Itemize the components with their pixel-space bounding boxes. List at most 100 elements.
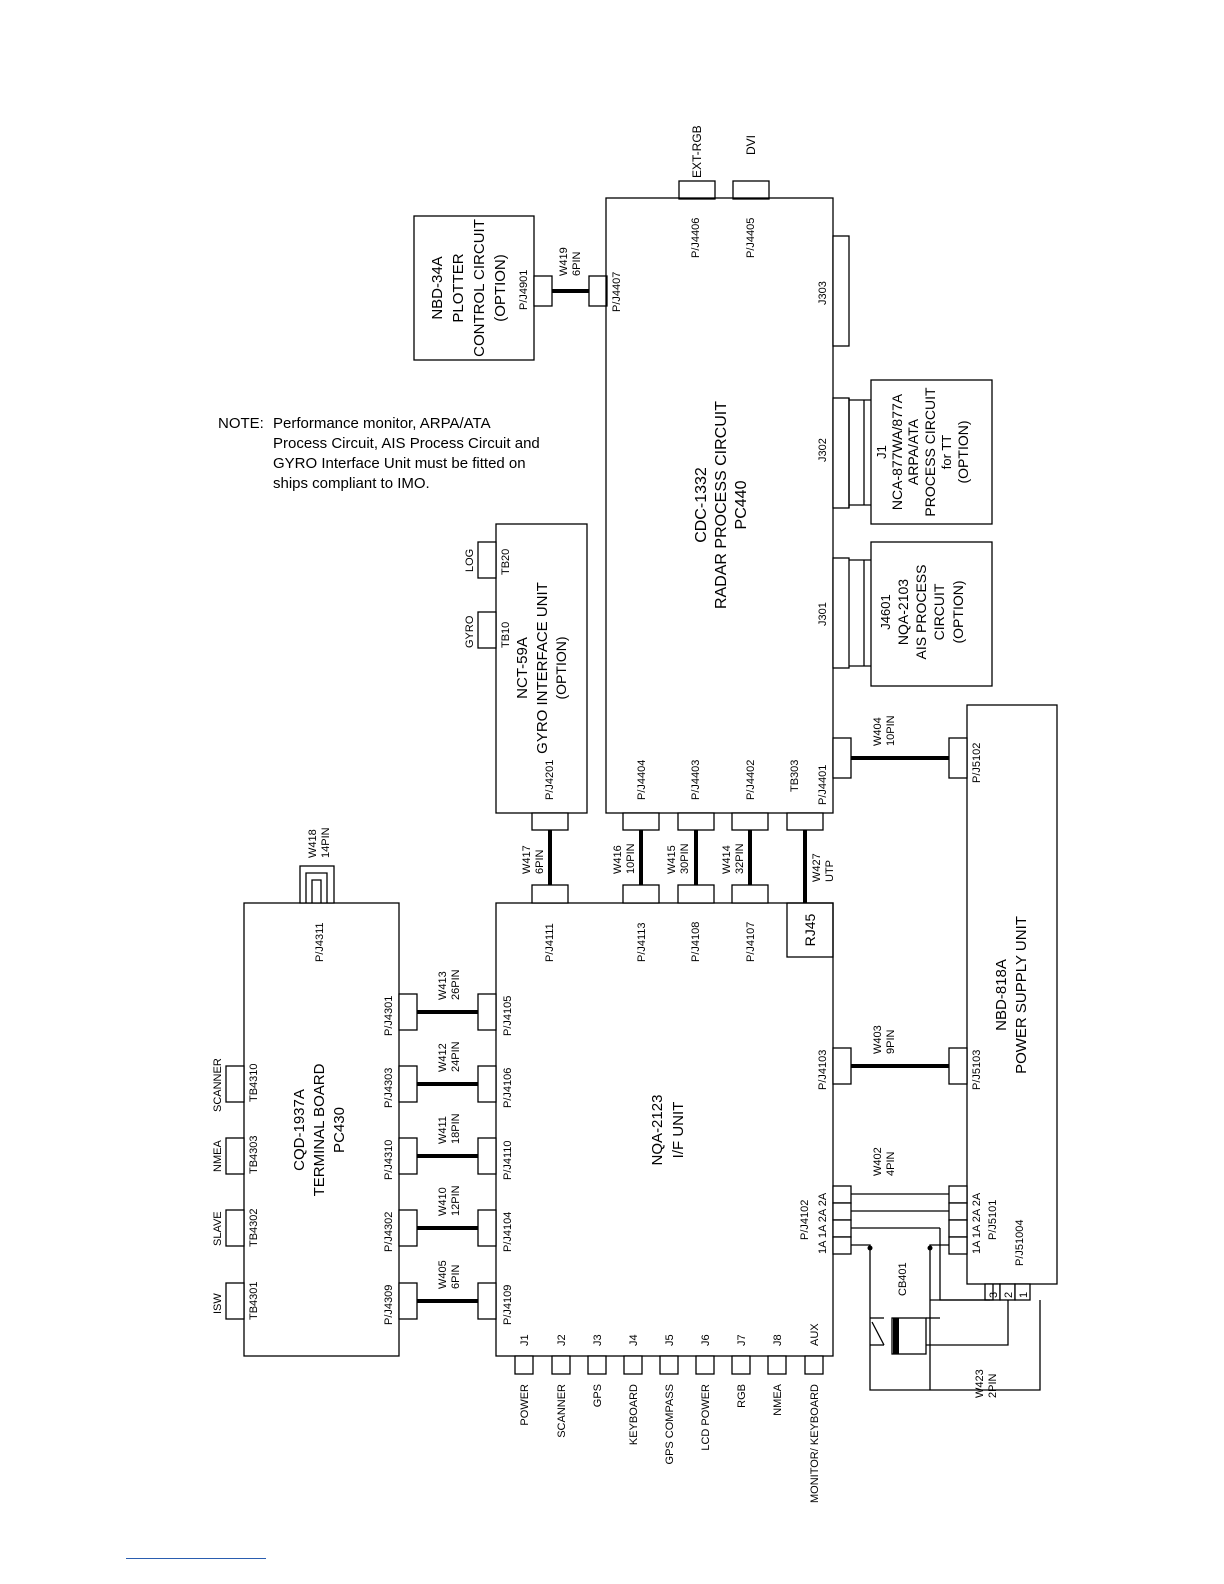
rgb-label: RGB <box>736 1384 748 1408</box>
gyro-port-tb20: TB20 <box>500 549 512 575</box>
tb4303-label: TB4303 <box>248 1135 260 1174</box>
tb4310-label: TB4310 <box>248 1063 260 1102</box>
plotter-line-1: NBD-34A <box>429 256 446 319</box>
iface-pins-1a2a: 1A 1A 2A 2A <box>817 1192 829 1254</box>
note-line-3: GYRO Interface Unit must be fitted on <box>273 455 526 472</box>
iface-line-1: NQA-2123 <box>649 1095 666 1166</box>
isw-input-label: ISW <box>212 1293 224 1314</box>
arpa-line-3: ARPA/ATA <box>905 418 921 485</box>
note-line-4: ships compliant to IMO. <box>273 475 430 492</box>
arpa-line-4: PROCESS CIRCUIT <box>922 387 938 517</box>
radar-port-tb303: TB303 <box>789 760 801 792</box>
wire-w414-spec: 32PIN <box>734 843 746 874</box>
psu-pin-1: 1 <box>1018 1292 1030 1298</box>
wire-w405-id: W405 <box>437 1260 449 1289</box>
breaker-label: CB401 <box>897 1262 909 1296</box>
radar-port-j4405: P/J4405 <box>745 218 757 258</box>
terminal-line-3: PC430 <box>331 1107 348 1153</box>
power-wiring: CB401 <box>851 1193 1041 1391</box>
iface-port-j4113: P/J4113 <box>636 922 648 962</box>
wire-w417-spec: 6PIN <box>534 849 546 874</box>
gyro-port-j4201: P/J4201 <box>544 760 556 800</box>
interface-unit: NQA-2123 I/F UNIT P/J4111 P/J4113 P/J410… <box>477 884 852 1503</box>
iface-port-j4109: P/J4109 <box>502 1285 514 1325</box>
slave-input-label: SLAVE <box>212 1211 224 1246</box>
iface-port-j4104: P/J4104 <box>502 1212 514 1252</box>
scanner-label: SCANNER <box>556 1384 568 1438</box>
iface-port-j2: J2 <box>556 1334 568 1346</box>
gyro-port-tb10: TB10 <box>500 622 512 648</box>
psu-port-j5102: P/J5102 <box>971 743 983 783</box>
wire-w423-id: W423 <box>974 1369 986 1398</box>
psu-port-j5103: P/J5103 <box>971 1050 983 1090</box>
iface-port-j6: J6 <box>700 1334 712 1346</box>
power-supply-unit: NBD-818A POWER SUPPLY UNIT P/J5102 P/J51… <box>948 704 1058 1301</box>
wire-w414-id: W414 <box>721 845 733 874</box>
psu-port-j5101: P/J5101 <box>987 1200 999 1240</box>
radar-port-j301: J301 <box>817 602 829 626</box>
iface-port-j4106: P/J4106 <box>502 1068 514 1108</box>
plotter-port: P/J4901 <box>518 270 530 310</box>
nmea-label: NMEA <box>772 1383 784 1415</box>
gyro-interface-unit: NCT-59A GYRO INTERFACE UNIT (OPTION) TB1… <box>464 523 588 831</box>
scanner-input-label: SCANNER <box>212 1058 224 1112</box>
wire-w427-spec: UTP <box>824 860 836 882</box>
iface-line-2: I/F UNIT <box>670 1102 687 1159</box>
wire-w418-spec: 14PIN <box>320 827 332 858</box>
arpa-line-6: (OPTION) <box>955 421 971 484</box>
arpa-line-5: for TT <box>939 435 954 469</box>
wire-w403-id: W403 <box>872 1025 884 1054</box>
arpa-line-2: NCA-877WA/877A <box>889 393 905 510</box>
gyro-input-label: GYRO <box>464 615 476 648</box>
ais-process-circuit: J4601 NQA-2103 AIS PROCESS CIRCUIT (OPTI… <box>849 541 993 687</box>
plotter-line-2: PLOTTER <box>450 253 467 322</box>
wire-w416-spec: 10PIN <box>625 843 637 874</box>
gyro-line-3: (OPTION) <box>553 637 569 700</box>
iface-port-j7: J7 <box>736 1334 748 1346</box>
terminal-port-j4303: P/J4303 <box>383 1068 395 1108</box>
ais-line-3: AIS PROCESS <box>913 565 929 660</box>
gps-label: GPS <box>592 1384 604 1407</box>
psu-port-j51004: P/J51004 <box>1014 1220 1026 1266</box>
ais-line-4: CIRCUIT <box>931 583 947 640</box>
iface-port-j4105: P/J4105 <box>502 996 514 1036</box>
radar-port-j302: J302 <box>817 438 829 462</box>
wire-w419-id: W419 <box>558 247 570 276</box>
iface-port-j5: J5 <box>664 1334 676 1346</box>
wire-w418-id: W418 <box>307 829 319 858</box>
iface-port-j4108: P/J4108 <box>690 922 702 962</box>
iface-port-aux: AUX <box>809 1323 821 1346</box>
iface-port-j8: J8 <box>772 1334 784 1346</box>
radar-port-j4406: P/J4406 <box>690 218 702 258</box>
rj45-label: RJ45 <box>802 913 818 946</box>
nmea-input-label: NMEA <box>212 1140 224 1172</box>
wire-w415-spec: 30PIN <box>679 843 691 874</box>
wire-w402-id: W402 <box>872 1147 884 1176</box>
note-line-2: Process Circuit, AIS Process Circuit and <box>273 435 540 452</box>
radar-port-j303: J303 <box>817 281 829 305</box>
wire-w423-spec: 2PIN <box>987 1373 999 1398</box>
lcd-power-label: LCD POWER <box>700 1384 712 1451</box>
dvi-connector: DVI <box>732 135 770 200</box>
terminal-port-j4302: P/J4302 <box>383 1212 395 1252</box>
psu-line-1: NBD-818A <box>993 959 1010 1031</box>
wire-w405-spec: 6PIN <box>450 1264 462 1289</box>
radar-port-j4403: P/J4403 <box>690 760 702 800</box>
wire-w403-spec: 9PIN <box>885 1029 897 1054</box>
ext-rgb-label: EXT-RGB <box>690 125 704 178</box>
terminal-line-1: CQD-1937A <box>291 1089 308 1171</box>
wire-w411-id: W411 <box>437 1116 449 1144</box>
iface-port-j3: J3 <box>592 1334 604 1346</box>
plotter-line-3: CONTROL CIRCUIT <box>471 219 488 357</box>
radar-line-3: PC440 <box>733 480 750 529</box>
iface-port-j4: J4 <box>628 1334 640 1346</box>
psu-pin-3: 3 <box>988 1292 1000 1298</box>
ais-line-1: J4601 <box>878 594 893 629</box>
wire-w410-spec: 12PIN <box>450 1185 462 1216</box>
wire-w402-spec: 4PIN <box>885 1151 897 1176</box>
gyro-line-1: NCT-59A <box>514 637 531 699</box>
gyro-line-2: GYRO INTERFACE UNIT <box>534 582 551 754</box>
radar-port-j4401: P/J4401 <box>817 765 829 805</box>
terminal-line-2: TERMINAL BOARD <box>311 1063 328 1196</box>
